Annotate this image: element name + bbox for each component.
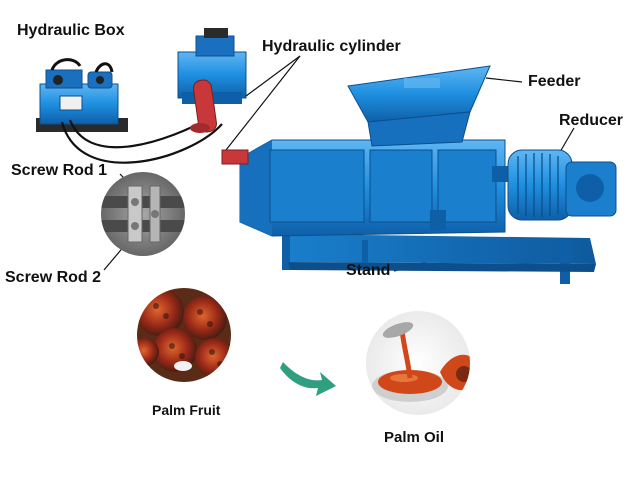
hydraulic-box-image bbox=[36, 58, 128, 132]
screw-rod-closeup-image bbox=[101, 172, 185, 256]
label-palm-oil: Palm Oil bbox=[384, 429, 445, 446]
palm-oil-image bbox=[366, 311, 470, 415]
hydraulic-cylinder-image bbox=[177, 28, 247, 133]
label-feeder: Feeder bbox=[528, 73, 581, 90]
label-stand: Stand bbox=[346, 262, 391, 279]
press-machine-image bbox=[221, 65, 617, 284]
flow-arrow-icon bbox=[280, 362, 336, 396]
label-hydraulic-box: Hydraulic Box bbox=[17, 22, 125, 39]
label-screw-rod-2: Screw Rod 2 bbox=[5, 269, 102, 286]
label-hydraulic-cylinder: Hydraulic cylinder bbox=[262, 38, 401, 55]
label-screw-rod-1: Screw Rod 1 bbox=[11, 162, 108, 179]
label-reducer: Reducer bbox=[559, 112, 624, 129]
palm-fruit-image bbox=[137, 288, 231, 382]
label-palm-fruit: Palm Fruit bbox=[152, 402, 221, 418]
